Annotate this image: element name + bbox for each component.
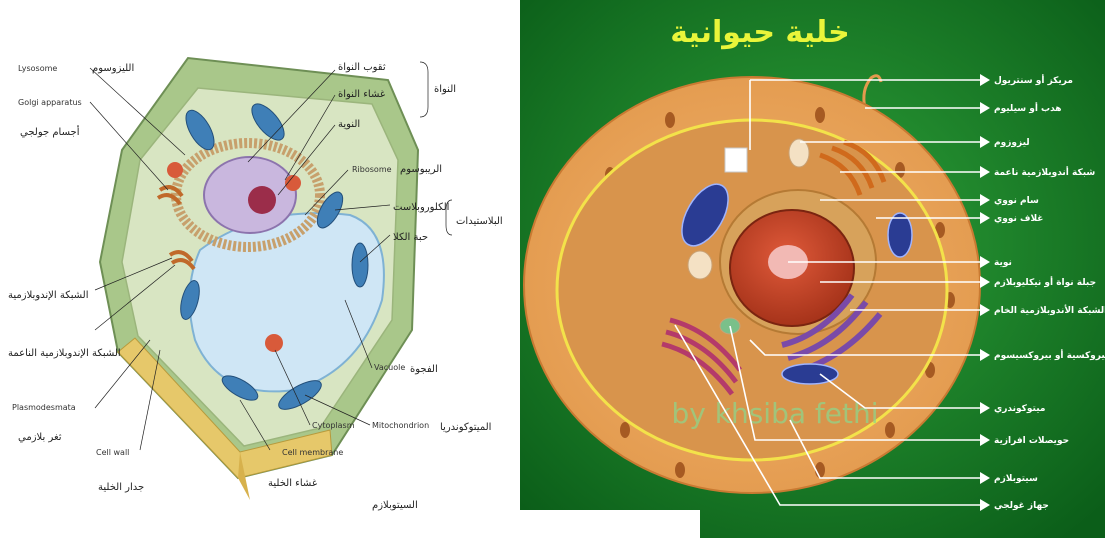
label-peroxisome: بيروكسية أو بيروكسيسوم bbox=[994, 349, 1105, 361]
label-lysosome: ليزوزوم bbox=[994, 138, 1030, 148]
label-vacuole-en: Vacuole bbox=[374, 363, 405, 372]
label-nucleus-group-ar: النواة bbox=[434, 84, 456, 95]
label-mitochondrion-en: Mitochondrion bbox=[372, 421, 429, 430]
label-golgi-ar: أجسام جولجي bbox=[20, 125, 80, 138]
label-plasmodesmata-ar: ثغر بلازمي bbox=[18, 432, 62, 443]
label-golgi: جهاز غولجي bbox=[994, 501, 1049, 511]
label-plastids-group-ar: البلاستيدات bbox=[456, 216, 503, 227]
label-mitochondrion-ar: الميتوكوندريا bbox=[440, 422, 491, 433]
label-mitochondrion: ميتوكوندري bbox=[994, 404, 1045, 414]
label-lysosome-ar: الليزوسوم bbox=[92, 63, 134, 74]
animal-cell-watermark: by khsiba fethi bbox=[672, 397, 879, 430]
animal-cell-centriole bbox=[725, 148, 747, 172]
label-nucleolus-ar: النوية bbox=[338, 119, 360, 130]
animal-cell-title: خلية حيوانية bbox=[670, 15, 849, 50]
label-cytoplasm: سيتوبلازم bbox=[994, 474, 1038, 484]
label-cytoplasm-ar: السيتوبلازم bbox=[372, 500, 418, 511]
label-rough-er: الشبكة الأندوبلازمية الخام bbox=[994, 304, 1105, 316]
label-smooth-er-ar: الشبكة الإندوبلازمية الناعمة bbox=[8, 348, 121, 359]
label-cilium: هدب أو سيليوم bbox=[994, 102, 1062, 114]
label-ribosome-ar: الريبوسوم bbox=[400, 164, 442, 175]
label-centriole: مريكز أو سنتريول bbox=[994, 74, 1073, 86]
label-golgi-en: Golgi apparatus bbox=[18, 98, 82, 107]
label-chloroplast-ar: الكلوروبلاست bbox=[393, 202, 449, 213]
label-lysosome-en: Lysosome bbox=[18, 64, 57, 73]
label-nuclear-envelope: غلاف نووي bbox=[994, 214, 1043, 224]
label-ribosome-en: Ribosome bbox=[352, 165, 392, 174]
label-nuclear-pore: سام نووي bbox=[994, 196, 1039, 206]
label-vacuole-ar: الفجوة bbox=[410, 364, 438, 375]
label-nucleus-pores-ar: ثقوب النواة bbox=[338, 62, 386, 73]
label-cytoplasm-en: Cytoplasm bbox=[312, 421, 355, 430]
bottom-white-strip bbox=[520, 510, 700, 538]
label-cell-membrane-ar: غشاء الخلية bbox=[268, 478, 317, 489]
label-secretory-vesicles: حويصلات افرازية bbox=[994, 436, 1069, 446]
label-cell-membrane-en: Cell membrane bbox=[282, 448, 343, 457]
label-grana-ar: حبة الكلا bbox=[393, 232, 428, 243]
label-smooth-er: شبكة أندوبلازمية ناعمة bbox=[994, 166, 1095, 178]
animal-cell-diagram: خلية حيوانية by khsib bbox=[520, 0, 1105, 538]
animal-cell-panel: خلية حيوانية by khsib bbox=[520, 0, 1105, 538]
plant-cell-diagram: Lysosome الليزوسوم Golgi apparatus أجسام… bbox=[0, 0, 520, 538]
label-plasmodesmata-en: Plasmodesmata bbox=[12, 403, 76, 412]
plant-cell-nucleolus bbox=[248, 186, 276, 214]
label-cell-wall-ar: جدار الخلية bbox=[98, 482, 144, 493]
plant-cell-panel: Lysosome الليزوسوم Golgi apparatus أجسام… bbox=[0, 0, 520, 538]
label-rough-er-ar: الشبكة الإندوبلازمية bbox=[8, 290, 88, 301]
label-nuclear-envelope-ar: غشاء النواة bbox=[338, 89, 385, 100]
label-nucleolus: نوية bbox=[994, 258, 1012, 268]
label-nucleoplasm: جبلة نواة أو نيكليوبلازم bbox=[994, 276, 1096, 288]
label-cell-wall-en: Cell wall bbox=[96, 448, 129, 457]
